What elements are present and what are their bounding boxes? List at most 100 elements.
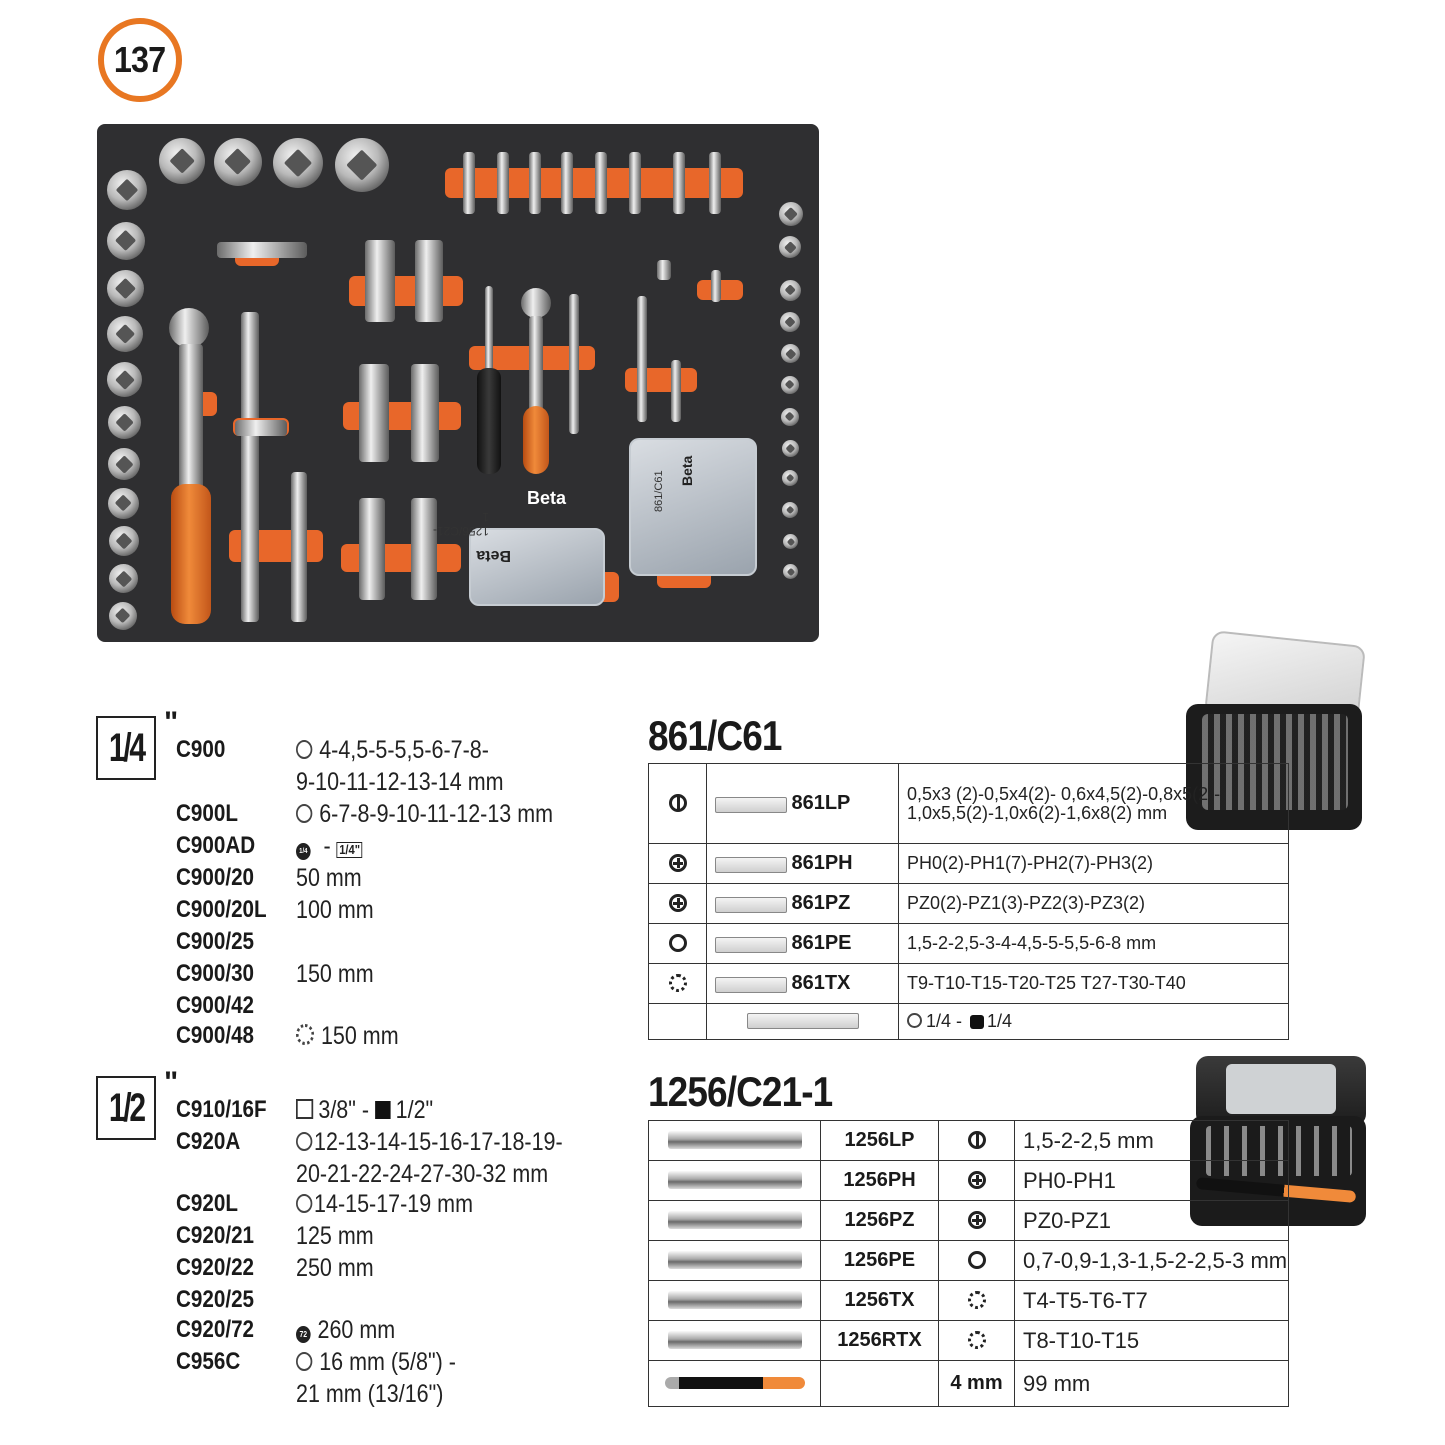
bit [595,152,607,214]
bit-image [667,1291,802,1310]
code-c900-25: C900/25 [176,928,255,955]
table-row: 1/4 - 1/4 [648,1003,1289,1040]
socket [782,440,799,457]
socket [107,222,145,260]
pozidriv-icon [967,1211,986,1230]
image-cell [648,1120,821,1161]
bit-image [667,1331,802,1350]
bit-holder [637,296,647,422]
value-c900l: 6-7-8-9-10-11-12-13 mm [296,800,553,829]
socket [108,406,141,439]
socket [779,202,803,226]
code-cell: 861TX [706,963,899,1004]
value-cell: 1,5-2-2,5-3-4-4,5-5-5,5-6-8 mm [898,923,1289,964]
bit [629,152,641,214]
image-cell [648,1200,821,1241]
table-row: 1256PZ PZ0-PZ1 [648,1200,1289,1241]
value-cell: 1,5-2-2,5 mm [1014,1120,1289,1161]
image-cell [648,1280,821,1321]
socket [107,316,143,352]
slotted-icon [668,794,687,813]
value-c920-22: 250 mm [296,1254,374,1282]
bit-holder [671,360,681,422]
bit [463,152,475,214]
gear-icon: 72 [296,1326,311,1343]
sliding-t-bar [235,420,287,436]
code-c920-72: C920/72 [176,1316,255,1343]
value-c900-48: 150 mm [296,1022,399,1051]
code-cell: 1256PE [820,1240,939,1281]
symbol-cell [648,843,707,884]
ratchet-shaft [179,344,203,494]
image-cell [648,1360,821,1407]
code-cell: 1256LP [820,1120,939,1161]
socket [781,344,800,363]
table-row: 1256PE 0,7-0,9-1,3-1,5-2-2,5-3 mm [648,1240,1289,1281]
socket [108,448,140,480]
socket [783,564,798,579]
code-cell: 1256TX [820,1280,939,1321]
value-c920l: 14-15-17-19 mm [296,1190,473,1219]
value-c956c-cont: 21 mm (13/16") [296,1380,444,1408]
symbol-cell [648,923,707,964]
table-row: 861PE 1,5-2-2,5-3-4-4,5-5-5,5-6-8 mm [648,923,1289,964]
bit-image [715,976,787,993]
symbol-cell [938,1120,1015,1161]
value-cell: PH0(2)-PH1(7)-PH2(7)-PH3(2) [898,843,1289,884]
bit [709,152,721,214]
table-row: 861TX T9-T10-T15-T20-T25 T27-T30-T40 [648,963,1289,1004]
socket [109,526,139,556]
square-filled-icon [374,1101,391,1119]
symbol-cell [648,1003,707,1040]
table-row: 4 mm 99 mm [648,1360,1289,1407]
drive-size-quarter: 1/4 [96,716,156,780]
bit-image [667,1211,802,1230]
deep-socket [411,364,439,462]
code-c900: C900 [176,736,226,763]
value-c900: 4-4,5-5-5,5-6-7-8- [296,736,489,765]
spinner-handle [569,294,579,434]
code-cell: 861PE [706,923,899,964]
ratchet-head [169,308,209,348]
bit [561,152,573,214]
symbol-cell: 4 mm [938,1360,1015,1407]
table-1256-title: 1256/C21-1 [648,1068,833,1115]
symbol-cell [648,883,707,924]
socket [108,488,139,519]
extension-bar [241,312,259,622]
table-row: 861PZ PZ0(2)-PZ1(3)-PZ2(3)-PZ3(2) [648,883,1289,924]
code-c900-20: C900/20 [176,864,255,891]
socket [109,602,137,630]
extension-bar [291,472,307,622]
deep-socket [359,364,389,462]
slotted-icon [967,1131,986,1150]
adapter-icon: 1/4 [296,843,311,860]
value-cell: 0,5x3 (2)-0,5x4(2)- 0,6x4,5(2)-0,8x5(2)-… [898,763,1289,844]
set-count-number: 137 [114,39,166,80]
pozidriv-icon [668,894,687,913]
ring-icon [296,1132,313,1151]
small-ratchet-shaft [529,316,543,414]
deep-socket [411,498,437,600]
socket [335,138,389,192]
bit-image [667,1171,802,1190]
table-row: 861PH PH0(2)-PH1(7)-PH2(7)-PH3(2) [648,843,1289,884]
code-cell: 861PZ [706,883,899,924]
socket [107,170,147,210]
code-cell [820,1360,939,1407]
code-c900-48: C900/48 [176,1022,255,1049]
deep-socket [359,498,385,600]
value-c910-16f: 3/8" - 1/2" [296,1096,433,1125]
code-c920-21: C920/21 [176,1222,255,1249]
gear-icon [296,1024,315,1045]
torx-icon [967,1291,986,1310]
small-adapter [711,270,721,302]
bit-image [715,856,787,873]
code-c900-42: C900/42 [176,992,255,1019]
code-c956c: C956C [176,1348,241,1375]
socket [107,270,144,307]
code-c900-20l: C900/20L [176,896,267,923]
deep-socket [365,240,395,322]
bit [673,152,685,214]
socket [781,376,799,394]
